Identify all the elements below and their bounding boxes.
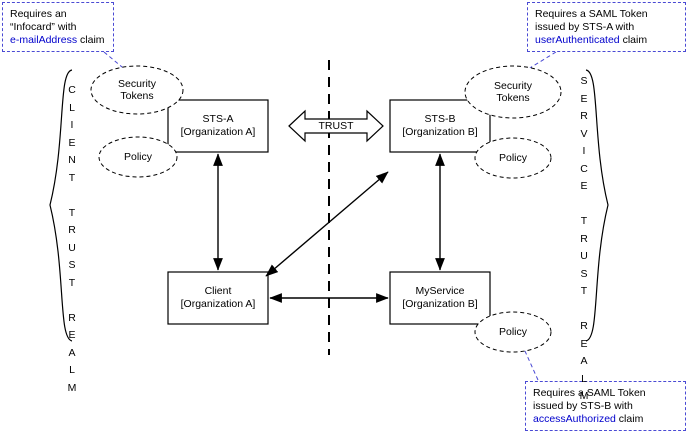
realm-letter: C bbox=[580, 162, 588, 175]
callout-line: userAuthenticated claim bbox=[535, 34, 678, 47]
label-line-1: Policy bbox=[498, 326, 527, 338]
realm-letter: A bbox=[580, 355, 588, 367]
client-realm-brace bbox=[49, 69, 73, 342]
realm-letter: U bbox=[68, 241, 76, 254]
callout-line: “Infocard” with bbox=[10, 21, 77, 33]
label-security-tokens-b: Security Tokens bbox=[468, 80, 558, 104]
claim-name: accessAuthorized bbox=[533, 413, 616, 425]
realm-letter: V bbox=[580, 127, 588, 140]
realm-letter: T bbox=[68, 276, 76, 289]
realm-letter: R bbox=[68, 224, 76, 236]
box-myservice bbox=[389, 271, 491, 325]
label-security-tokens-a: Security Tokens bbox=[92, 78, 182, 102]
label-line-1: STS-A bbox=[202, 113, 234, 125]
realm-letter: R bbox=[580, 110, 588, 122]
label-line-2: [Organization A] bbox=[180, 126, 256, 138]
realm-letter: R bbox=[580, 232, 588, 245]
realm-letter: C bbox=[68, 84, 76, 96]
claim-suffix: claim bbox=[619, 34, 648, 46]
label-line-2: [Organization A] bbox=[180, 298, 256, 310]
realm-letter: S bbox=[580, 267, 588, 280]
label-line-2: [Organization B] bbox=[402, 298, 478, 310]
claim-name: userAuthenticated bbox=[535, 34, 620, 46]
label-trust-arrow: TRUST bbox=[306, 120, 366, 132]
realm-letter: S bbox=[580, 75, 588, 87]
box-client bbox=[167, 271, 269, 325]
claim-suffix: claim bbox=[615, 413, 644, 425]
realm-letter: A bbox=[68, 346, 76, 359]
label-line-1: Client bbox=[204, 285, 232, 297]
realm-letter: L bbox=[69, 364, 75, 376]
label-sts-a: STS-A [Organization A] bbox=[168, 113, 268, 139]
claim-suffix: claim bbox=[77, 34, 105, 46]
label-policy-a: Policy bbox=[99, 151, 177, 163]
label-policy-b: Policy bbox=[474, 152, 552, 164]
label-policy-service: Policy bbox=[474, 326, 552, 338]
realm-letter: U bbox=[580, 250, 588, 262]
realm-letter: E bbox=[68, 136, 76, 149]
label-line-2: [Organization B] bbox=[402, 126, 478, 138]
realm-letter: I bbox=[70, 119, 74, 131]
label-myservice: MyService [Organization B] bbox=[390, 285, 490, 311]
callout-line: Requires a SAML Token bbox=[535, 8, 648, 20]
realm-letter: E bbox=[68, 329, 76, 341]
ellipse-policy-b bbox=[474, 137, 552, 179]
realm-letter: L bbox=[69, 101, 75, 114]
realm-letter bbox=[576, 196, 592, 214]
realm-letter: R bbox=[580, 320, 588, 332]
realm-letter bbox=[64, 292, 80, 310]
callout-line: Requires an bbox=[10, 8, 67, 20]
label-client: Client [Organization A] bbox=[168, 285, 268, 311]
callout-access-authorized: Requires a SAML Token issued by STS-B wi… bbox=[525, 381, 686, 431]
callout-user-authenticated: Requires a SAML Token issued by STS-A wi… bbox=[527, 2, 686, 52]
realm-letter: N bbox=[68, 154, 76, 166]
realm-letter: T bbox=[68, 171, 76, 184]
label-line-2: Tokens bbox=[120, 90, 154, 102]
claim-name: e-mailAddress bbox=[10, 34, 78, 46]
box-sts-a bbox=[167, 99, 269, 153]
realm-letter: I bbox=[582, 145, 586, 157]
ellipse-policy-service bbox=[474, 311, 552, 353]
realm-letter: T bbox=[580, 215, 588, 227]
callout-line: issued by STS-B with bbox=[533, 400, 633, 412]
callout-line: issued by STS-A with bbox=[535, 21, 635, 33]
arrow-client-sts-b bbox=[265, 171, 389, 277]
label-line-1: Security bbox=[118, 78, 156, 90]
ellipse-policy-a bbox=[98, 136, 178, 178]
realm-letter: E bbox=[580, 180, 588, 192]
ellipse-security-tokens-a bbox=[90, 65, 184, 115]
callout-line: e-mailAddress claim bbox=[10, 34, 106, 47]
realm-letter: T bbox=[580, 285, 588, 297]
trust-arrow bbox=[288, 109, 384, 143]
callout-line: Requires a SAML Token bbox=[533, 387, 646, 399]
callout-line: accessAuthorized claim bbox=[533, 413, 678, 426]
label-line-1: Policy bbox=[498, 152, 527, 164]
realm-letter: L bbox=[581, 372, 587, 385]
trust-text: TRUST bbox=[318, 120, 354, 132]
realm-letter: S bbox=[68, 259, 76, 271]
label-line-1: STS-B bbox=[424, 113, 456, 125]
label-line-1: Policy bbox=[123, 151, 152, 163]
label-line-1: Security bbox=[494, 80, 532, 92]
label-sts-b: STS-B [Organization B] bbox=[390, 113, 490, 139]
service-realm-brace bbox=[585, 69, 609, 342]
label-line-2: Tokens bbox=[496, 92, 530, 104]
realm-letter: R bbox=[68, 311, 76, 324]
realm-letter bbox=[64, 187, 80, 205]
realm-letter bbox=[576, 301, 592, 319]
ellipse-security-tokens-b bbox=[464, 65, 562, 119]
realm-letter: M bbox=[67, 381, 77, 394]
label-line-1: MyService bbox=[415, 285, 465, 297]
realm-letter: T bbox=[68, 206, 76, 219]
box-sts-b bbox=[389, 99, 491, 153]
callout-infocard: Requires an “Infocard” with e-mailAddres… bbox=[2, 2, 114, 52]
realm-letter: M bbox=[579, 390, 589, 402]
realm-letter: E bbox=[580, 92, 588, 105]
realm-letter: E bbox=[580, 337, 588, 350]
